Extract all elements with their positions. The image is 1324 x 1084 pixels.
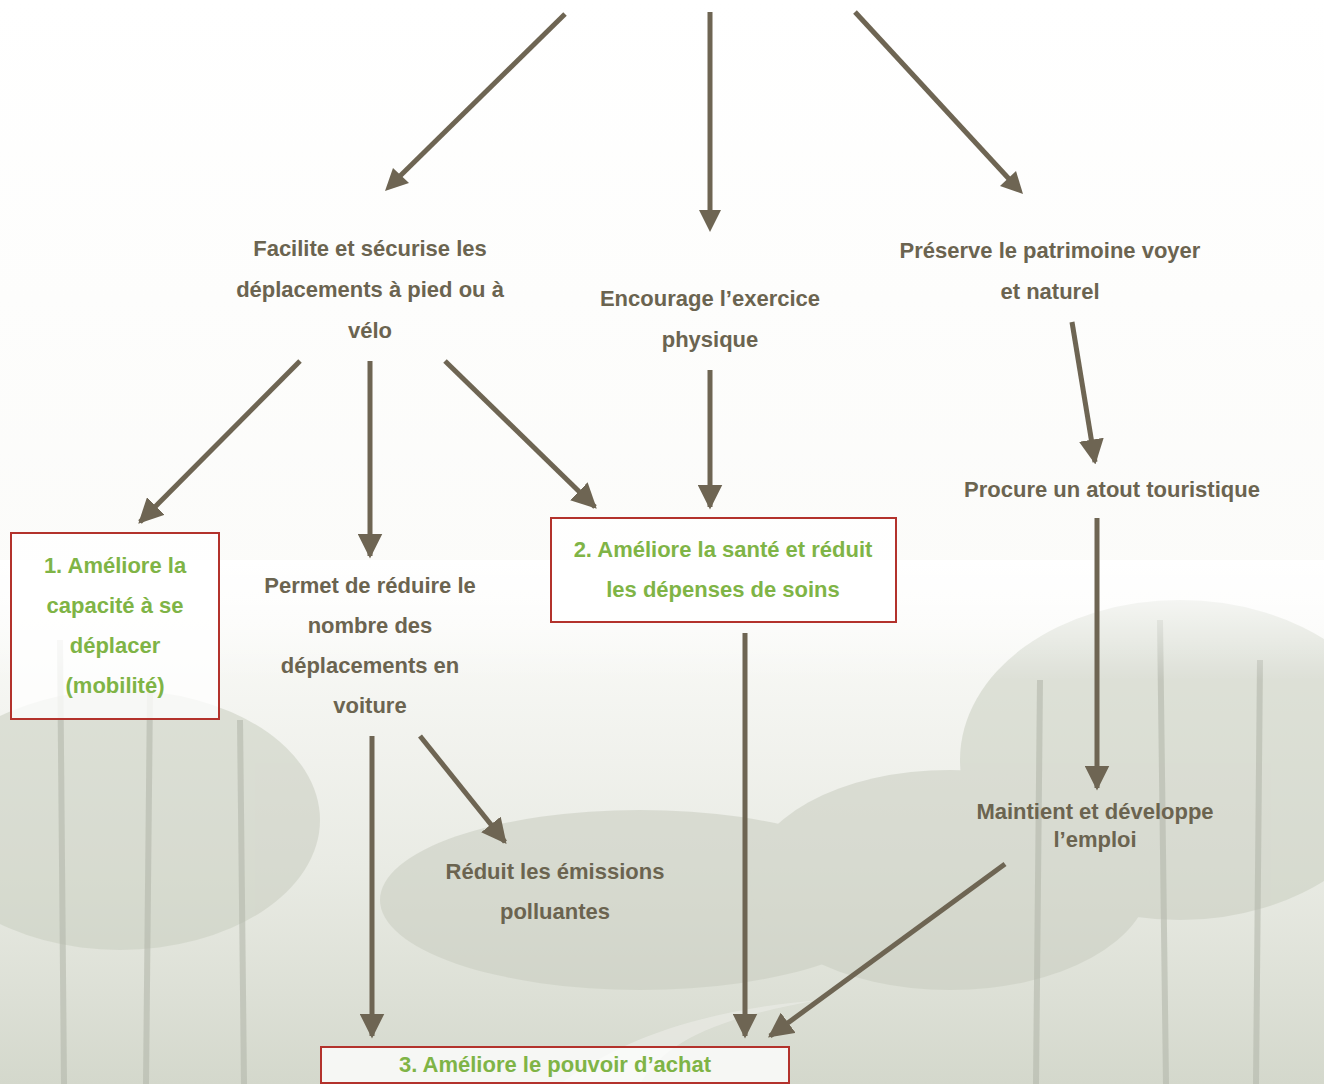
- arrow-connector: [445, 361, 595, 507]
- node-label: Réduit les émissions polluantes: [411, 852, 699, 932]
- arrow-connector: [1072, 322, 1095, 462]
- node-label: Encourage l’exercice physique: [596, 278, 824, 360]
- benefit-box: 2. Améliore la santé et réduit les dépen…: [550, 517, 897, 623]
- arrow-connector: [140, 361, 300, 522]
- benefit-label: 1. Améliore la capacité à se déplacer (m…: [18, 546, 212, 706]
- arrow-connector: [708, 370, 713, 507]
- benefit-label: 3. Améliore le pouvoir d’achat: [328, 1051, 782, 1079]
- node-label: Préserve le patrimoine voyer et naturel: [891, 230, 1209, 312]
- effect-text: Réduit les émissions polluantes: [405, 852, 705, 932]
- benefit-box: 1. Améliore la capacité à se déplacer (m…: [10, 532, 220, 720]
- benefit-label: 2. Améliore la santé et réduit les dépen…: [558, 530, 889, 610]
- effect-text: Permet de réduire le nombre des déplacem…: [240, 566, 500, 726]
- effect-text: Maintient et développe l’emploi: [945, 798, 1245, 854]
- incoming-arrows: [398, 12, 1010, 214]
- cause-text: Encourage l’exercice physique: [590, 278, 830, 360]
- arrow-connector: [770, 864, 1005, 1036]
- cause-text: Préserve le patrimoine voyer et naturel: [885, 230, 1215, 312]
- arrow-connector: [370, 736, 375, 1036]
- effect-text: Procure un atout touristique: [902, 472, 1322, 508]
- cause-text: Facilite et sécurise les déplacements à …: [230, 228, 510, 351]
- node-label: Procure un atout touristique: [908, 472, 1316, 508]
- benefit-box: 3. Améliore le pouvoir d’achat: [320, 1046, 790, 1084]
- arrow-connector: [368, 361, 373, 556]
- node-label: Maintient et développe l’emploi: [951, 798, 1239, 854]
- node-label: Facilite et sécurise les déplacements à …: [236, 228, 504, 351]
- arrow-connector: [743, 633, 748, 1036]
- node-label: Permet de réduire le nombre des déplacem…: [246, 566, 494, 726]
- incoming-arrowheads: [385, 168, 1023, 232]
- arrow-connector: [1095, 518, 1100, 788]
- arrow-connector: [420, 736, 505, 842]
